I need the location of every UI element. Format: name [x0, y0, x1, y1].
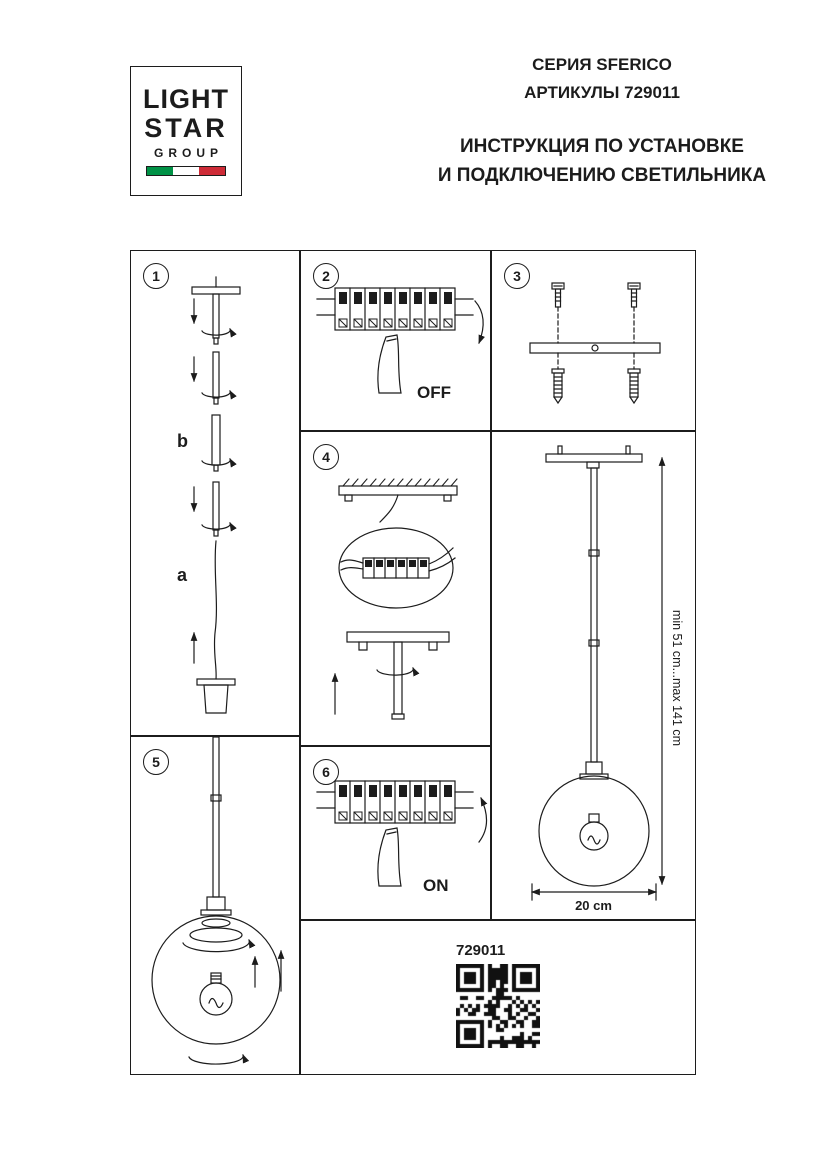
diameter-label: 20 cm [575, 898, 612, 913]
height-range-label: min 51 cm...max 141 cm [670, 609, 684, 747]
logo-italy-flag [146, 166, 226, 176]
assembled-lamp-illustration [530, 445, 666, 901]
article-qr-panel: 729011 [300, 920, 696, 1075]
inner-flange-rings [189, 918, 243, 943]
rod-rotation-arrow [376, 666, 420, 677]
logo-word-light: LIGHT [143, 84, 229, 114]
part-label-a: a [177, 565, 188, 585]
step2-number-badge: 2 [313, 263, 339, 289]
glass-globe [538, 775, 650, 887]
logo-word-star: STAR [144, 113, 228, 143]
instruction-title-line2: И ПОДКЛЮЧЕНИЮ СВЕТИЛЬНИКА [437, 165, 767, 186]
step6-number-badge: 6 [313, 759, 339, 785]
rotation-arrows [201, 328, 237, 532]
step4-panel: 4 [300, 431, 491, 746]
flag-green-stripe [147, 167, 173, 175]
step6-panel: 6 ON [300, 746, 491, 920]
article-number: 729011 [456, 942, 506, 959]
pendant-rod [579, 467, 609, 780]
header-block: СЕРИЯ SFERICO АРТИКУЛЫ 729011 ИНСТРУКЦИЯ… [418, 55, 786, 187]
terminal-contacts [365, 560, 427, 567]
light-bulb [199, 972, 233, 1016]
breaker-off-illustration [316, 287, 485, 394]
instruction-title-line1: ИНСТРУКЦИЯ ПО УСТАНОВКЕ [460, 136, 744, 157]
article-title: АРТИКУЛЫ 729011 [524, 83, 680, 102]
step5-number-badge: 5 [143, 749, 169, 775]
flange-rotation-arrow [182, 938, 256, 953]
step3-number-badge: 3 [504, 263, 530, 289]
screw-and-anchor [551, 282, 565, 405]
light-bulb [579, 813, 609, 851]
step3-panel: 3 [491, 250, 696, 431]
suspension-wire [213, 540, 218, 680]
logo: LIGHT STAR GROUP [130, 66, 242, 196]
step2-panel: 2 OFF [300, 250, 491, 431]
assembled-lamp-panel: min 51 cm...max 141 cm 20 cm [491, 431, 696, 920]
series-title: СЕРИЯ SFERICO [532, 55, 672, 74]
step1-panel: 1 b a [130, 250, 300, 736]
qr-code [456, 964, 540, 1048]
switch-down-arrow [474, 300, 485, 345]
globe-assembly-illustration [151, 737, 285, 1065]
flag-red-stripe [199, 167, 225, 175]
ceiling-bracket [338, 478, 458, 523]
step4-number-badge: 4 [313, 444, 339, 470]
breaker-off-label: OFF [417, 383, 451, 402]
step5-panel: 5 [130, 736, 300, 1075]
lamp-socket-cup [196, 678, 236, 714]
rod-segments [211, 293, 221, 537]
breaker-on-label: ON [423, 876, 449, 895]
rod-disassembly-illustration [190, 276, 241, 714]
diameter-dimension-arrow [530, 883, 658, 901]
wiring-and-canopy-illustration [331, 478, 458, 720]
flag-white-stripe [173, 167, 199, 175]
breaker-on-illustration [316, 780, 488, 887]
lift-up-arrows [251, 949, 285, 992]
ceiling-plate [545, 445, 643, 469]
glass-globe [151, 915, 281, 1045]
mounting-bracket-illustration [529, 282, 661, 405]
globe-rotation-arrow [188, 1053, 250, 1065]
switch-up-arrow [478, 796, 488, 843]
canopy-and-rod [346, 631, 450, 720]
logo-word-group: GROUP [153, 146, 223, 160]
mounting-bar [529, 342, 661, 354]
pendant-rod [200, 737, 232, 916]
step1-number-badge: 1 [143, 263, 169, 289]
ceiling-plate [191, 276, 241, 295]
part-label-b: b [177, 431, 188, 451]
wiring-detail-bubble [338, 527, 456, 609]
